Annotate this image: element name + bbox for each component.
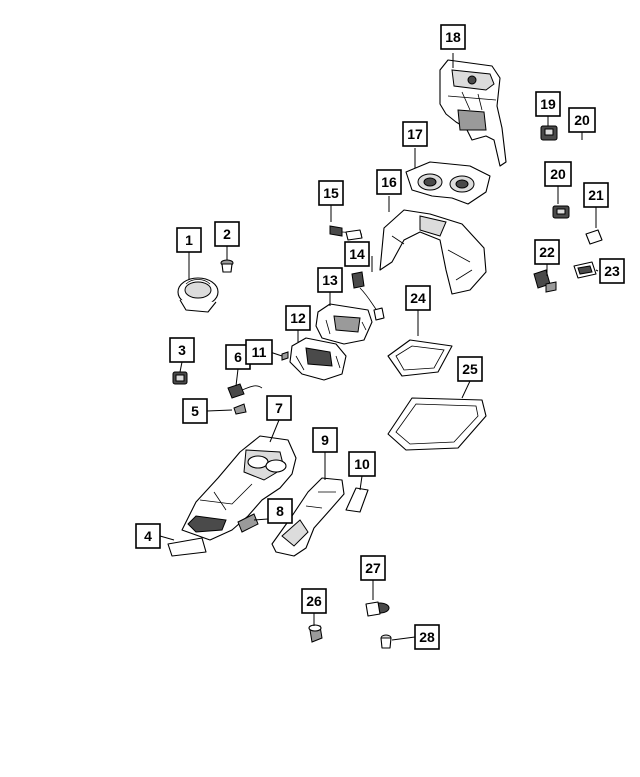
- callout-8-label: 8: [276, 503, 284, 519]
- callout-7: 7: [266, 395, 292, 421]
- part-4-panel: [167, 537, 207, 557]
- callout-22: 22: [534, 239, 560, 265]
- callout-14-label: 14: [349, 246, 365, 262]
- callout-5-label: 5: [191, 403, 199, 419]
- part-21-switch: [585, 229, 603, 245]
- part-25-mat: [387, 397, 487, 451]
- callout-9-label: 9: [321, 432, 329, 448]
- part-13-bezel: [315, 303, 373, 345]
- part-6-module: [227, 383, 263, 399]
- callout-20a-label: 20: [574, 112, 590, 128]
- callout-3: 3: [169, 337, 195, 363]
- callout-10: 10: [348, 451, 376, 477]
- callout-24: 24: [405, 285, 431, 311]
- part-16-bracket: [379, 209, 487, 295]
- callout-28-label: 28: [419, 629, 435, 645]
- callout-1: 1: [176, 227, 202, 253]
- callout-14: 14: [344, 241, 370, 267]
- callout-25: 25: [457, 356, 483, 382]
- part-27-connector: [365, 601, 390, 617]
- callout-13-label: 13: [322, 272, 338, 288]
- callout-6-label: 6: [234, 349, 242, 365]
- part-8-trim: [237, 513, 259, 533]
- callout-23: 23: [599, 258, 625, 284]
- part-18-rear-panel: [439, 59, 507, 167]
- callout-18: 18: [440, 24, 466, 50]
- callout-12: 12: [285, 305, 311, 331]
- callout-8: 8: [267, 498, 293, 524]
- part-26-switch: [308, 624, 323, 643]
- callout-27-label: 27: [365, 560, 381, 576]
- part-23-module: [573, 261, 597, 279]
- callout-2-label: 2: [223, 226, 231, 242]
- callout-1-label: 1: [185, 232, 193, 248]
- part-11-clip: [281, 351, 289, 361]
- part-3-switch: [172, 371, 188, 385]
- part-5-bracket: [233, 403, 247, 415]
- callout-26: 26: [301, 588, 327, 614]
- callout-25-label: 25: [462, 361, 478, 377]
- callout-23-label: 23: [604, 263, 620, 279]
- part-19-switch: [540, 125, 558, 141]
- part-12-shifter-bezel: [289, 337, 347, 381]
- part-20-switch: [552, 205, 570, 219]
- callout-3-label: 3: [178, 342, 186, 358]
- callout-4-label: 4: [144, 528, 152, 544]
- callout-17-label: 17: [407, 126, 423, 142]
- callout-7-label: 7: [275, 400, 283, 416]
- callout-9: 9: [312, 427, 338, 453]
- callout-13: 13: [317, 267, 343, 293]
- part-14-switch: [351, 271, 385, 321]
- callout-12-label: 12: [290, 310, 306, 326]
- part-28-cylinder: [380, 634, 392, 649]
- callout-20b-label: 20: [550, 166, 566, 182]
- callout-11: 11: [245, 339, 273, 365]
- part-17-bezel: [405, 161, 491, 205]
- callout-16-label: 16: [381, 174, 397, 190]
- callout-27: 27: [360, 555, 386, 581]
- callout-28: 28: [414, 624, 440, 650]
- callout-21: 21: [583, 182, 609, 208]
- callout-18-label: 18: [445, 29, 461, 45]
- part-10-lid: [345, 487, 369, 513]
- callout-22-label: 22: [539, 244, 555, 260]
- leader-lines: [159, 53, 599, 641]
- part-15-connector: [329, 225, 363, 241]
- callout-5: 5: [182, 398, 208, 424]
- callout-21-label: 21: [588, 187, 604, 203]
- callout-26-label: 26: [306, 593, 322, 609]
- callout-19-label: 19: [540, 96, 556, 112]
- callout-17: 17: [402, 121, 428, 147]
- callout-20b: 20: [544, 161, 572, 187]
- part-2-grommet: [220, 259, 234, 273]
- callout-19: 19: [535, 91, 561, 117]
- callout-2: 2: [214, 221, 240, 247]
- callout-16: 16: [376, 169, 402, 195]
- part-7-console-body: [181, 435, 297, 541]
- part-9-lower-console: [271, 477, 345, 557]
- callout-15: 15: [318, 180, 344, 206]
- callout-11-label: 11: [252, 344, 267, 360]
- part-1-cupholder: [177, 277, 219, 313]
- part-22-connector: [533, 269, 557, 293]
- callout-4: 4: [135, 523, 161, 549]
- callout-10-label: 10: [354, 456, 370, 472]
- part-24-mat: [387, 339, 453, 377]
- callout-24-label: 24: [410, 290, 426, 306]
- callout-20a: 20: [568, 107, 596, 133]
- callout-15-label: 15: [323, 185, 339, 201]
